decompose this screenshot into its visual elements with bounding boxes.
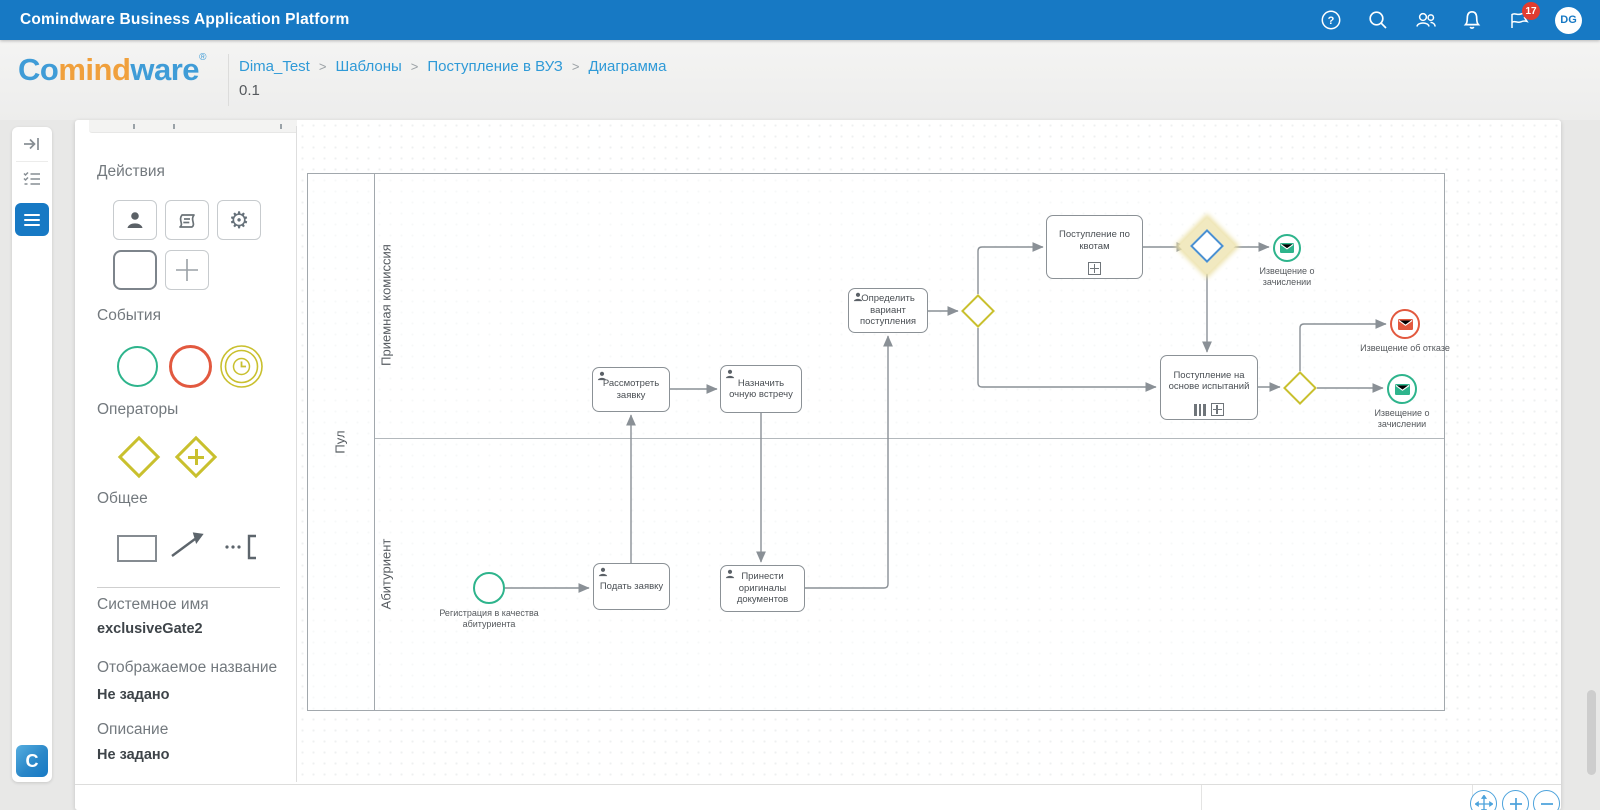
end-event-reject-label: Извещение об отказе — [1345, 343, 1465, 354]
checklist-icon[interactable] — [12, 162, 52, 196]
registered-mark: ® — [199, 52, 206, 63]
zoom-out-button[interactable] — [1533, 790, 1560, 810]
task-bring-documents[interactable]: Принести оригиналы документов — [720, 565, 805, 612]
search-icon[interactable] — [1367, 9, 1389, 31]
top-bar: Comindware Business Application Platform… — [0, 0, 1600, 40]
task-schedule-meeting[interactable]: Назначить очную встречу — [720, 365, 802, 413]
rectangle-shape[interactable] — [117, 535, 157, 562]
message-icon — [1280, 243, 1294, 253]
sequence-flows[interactable] — [297, 120, 1561, 784]
parallel-gateway-shape[interactable] — [175, 436, 217, 478]
start-event[interactable] — [473, 572, 505, 604]
side-rail: C — [12, 127, 52, 782]
app-title: Comindware Business Application Platform — [20, 11, 350, 29]
user-icon — [597, 371, 607, 381]
exclusive-gateway-shape[interactable] — [118, 436, 160, 478]
task-exam-admission[interactable]: Поступление на основе испытаний — [1160, 355, 1258, 420]
comindware-c-logo[interactable]: C — [16, 745, 48, 777]
text-annotation-shape[interactable] — [223, 533, 261, 566]
end-event-enroll-top-label: Извещение о зачислении — [1247, 266, 1327, 289]
system-name-label: Системное имя — [97, 596, 209, 614]
pan-tool-button[interactable] — [1470, 790, 1497, 810]
operators-section-title: Операторы — [97, 401, 178, 419]
start-event-shape[interactable] — [117, 346, 158, 387]
breadcrumb-separator: > — [319, 59, 327, 74]
display-name-label: Отображаемое название — [97, 659, 277, 677]
users-icon[interactable] — [1414, 9, 1436, 31]
vertical-scrollbar[interactable] — [1587, 690, 1596, 775]
start-event-label: Регистрация в качества абитуриента — [431, 608, 547, 631]
multi-instance-marker-icon — [1194, 404, 1206, 416]
task-submit-application[interactable]: Подать заявку — [593, 563, 670, 610]
display-name-value: Не задано — [97, 687, 170, 703]
breadcrumb-item-templates[interactable]: Шаблоны — [335, 58, 401, 75]
end-event-reject[interactable] — [1390, 309, 1420, 339]
add-shape-button[interactable] — [165, 250, 209, 290]
collapse-panel-icon[interactable] — [12, 127, 52, 161]
header: Comindware® Dima_Test > Шаблоны > Поступлени… — [0, 40, 1600, 120]
end-event-enroll-top[interactable] — [1273, 234, 1301, 262]
service-task-gear-button[interactable]: ⚙ — [217, 200, 261, 240]
end-event-enroll-bottom-label: Извещение о зачислении — [1362, 408, 1442, 431]
actions-section-title: Действия — [97, 163, 165, 181]
user-icon — [725, 569, 735, 579]
task-quota-admission[interactable]: Поступление по квотам — [1046, 215, 1143, 279]
end-event-shape[interactable] — [169, 345, 212, 388]
system-name-value: exclusiveGate2 — [97, 621, 203, 637]
task-shape-button[interactable] — [113, 250, 157, 290]
breadcrumb-item-diagram[interactable]: Диаграмма — [588, 58, 666, 75]
message-icon — [1395, 384, 1410, 395]
subprocess-marker-icon — [1211, 403, 1224, 416]
user-task-button[interactable] — [113, 200, 157, 240]
breadcrumb-separator: > — [411, 59, 419, 74]
plus-icon — [184, 445, 208, 469]
connector-arrow-shape[interactable] — [167, 529, 207, 566]
breadcrumb-separator: > — [572, 59, 580, 74]
breadcrumb: Dima_Test > Шаблоны > Поступление в ВУЗ > Диаг… — [239, 58, 666, 75]
script-task-button[interactable] — [165, 200, 209, 240]
menu-icon-active[interactable] — [15, 203, 49, 236]
header-separator — [228, 54, 229, 106]
general-section-title: Общее — [97, 490, 148, 508]
description-value: Не задано — [97, 747, 170, 763]
help-icon[interactable]: ? — [1320, 9, 1342, 31]
top-bar-icons: ? 17 DG — [1320, 0, 1582, 40]
breadcrumb-item-app[interactable]: Dima_Test — [239, 58, 310, 75]
message-icon — [1398, 319, 1413, 330]
version-label: 0.1 — [239, 82, 260, 99]
diagram-canvas[interactable]: Пул Приемная комиссия Абитуриент — [297, 120, 1561, 784]
svg-text:?: ? — [1328, 15, 1335, 27]
panel-section-divider — [97, 587, 280, 588]
avatar[interactable]: DG — [1555, 7, 1582, 34]
timer-event-shape[interactable] — [219, 344, 264, 394]
zoom-in-button[interactable] — [1502, 790, 1529, 810]
end-event-enroll-bottom[interactable] — [1387, 374, 1417, 404]
user-icon — [598, 567, 608, 577]
task-determine-variant[interactable]: Определить вариант поступления — [848, 288, 928, 333]
bottom-bar — [75, 784, 1561, 810]
notification-badge: 17 — [1522, 2, 1540, 20]
notifications-bell-icon[interactable] — [1461, 9, 1483, 31]
subprocess-marker-icon — [1047, 262, 1142, 275]
user-icon — [725, 369, 735, 379]
task-review-application[interactable]: Рассмотреть заявку — [592, 367, 670, 412]
description-label: Описание — [97, 721, 168, 739]
feedback-flag-icon[interactable]: 17 — [1508, 9, 1530, 31]
comindware-logo[interactable]: Comindware® — [18, 52, 206, 88]
breadcrumb-item-process[interactable]: Поступление в ВУЗ — [427, 58, 562, 75]
events-section-title: События — [97, 307, 161, 325]
main-content-card: Действия ⚙ События — [75, 120, 1561, 810]
user-icon — [853, 292, 863, 302]
gear-icon: ⚙ — [229, 209, 250, 232]
